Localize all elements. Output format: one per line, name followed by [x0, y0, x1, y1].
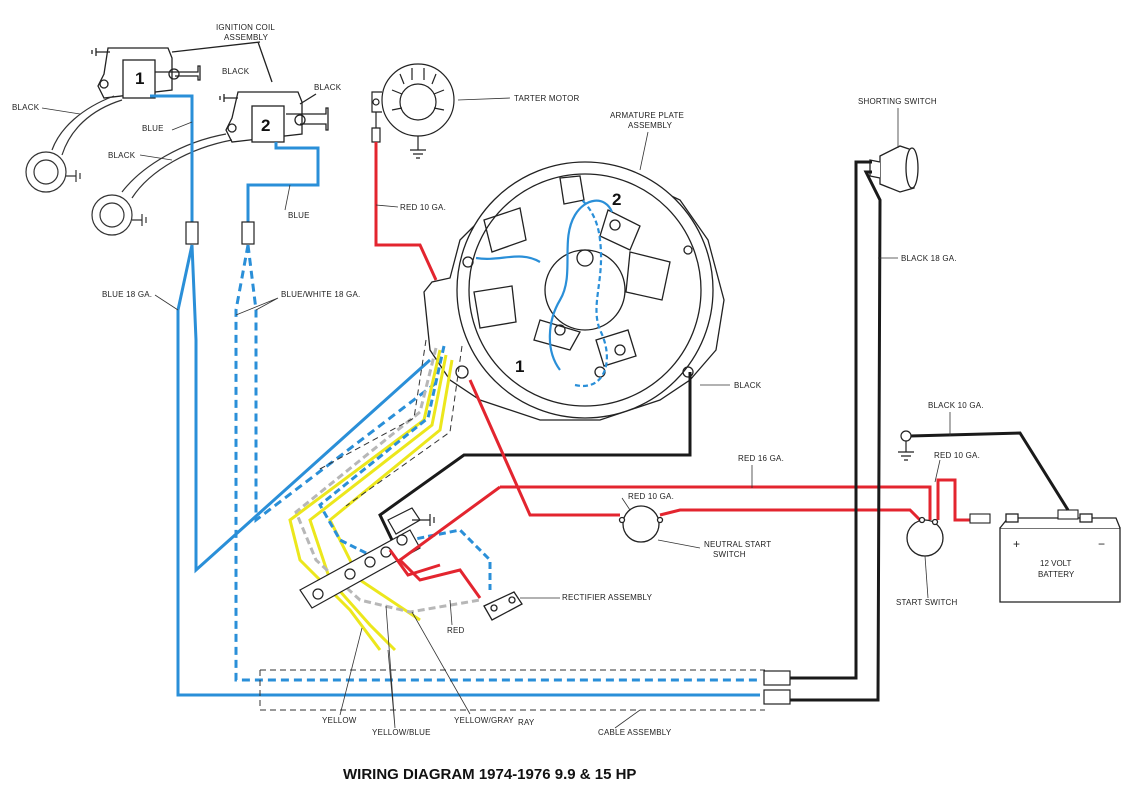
label-black-armature: BLACK	[734, 381, 762, 390]
armature-plate	[423, 161, 725, 421]
black-18-wires	[790, 160, 882, 702]
coil-1-number: 1	[135, 69, 144, 88]
black-wire-armature	[378, 372, 692, 541]
label-neutral-start-1: NEUTRAL START	[704, 540, 771, 549]
leader-lines	[41, 97, 951, 729]
label-black-10: BLACK 10 GA.	[928, 401, 984, 410]
label-ignition-coil-1: IGNITION COIL	[216, 23, 275, 32]
red-wire-starter	[374, 142, 438, 281]
battery-label-1: 12 VOLT	[1040, 559, 1072, 568]
black-10-wire	[909, 431, 1070, 511]
label-neutral-start-2: SWITCH	[713, 550, 746, 559]
label-blue-top: BLUE	[142, 124, 164, 133]
diagram-title: WIRING DIAGRAM 1974-1976 9.9 & 15 HP	[343, 766, 636, 783]
harness-yellow	[288, 349, 454, 652]
label-cable-assembly: CABLE ASSEMBLY	[598, 728, 672, 737]
battery-label-2: BATTERY	[1038, 570, 1075, 579]
label-yellow-gray: YELLOW/GRAY	[454, 716, 514, 725]
connector-blue	[185, 221, 199, 245]
battery-plus: +	[1013, 537, 1020, 551]
battery-cable-lug-neg	[1057, 509, 1079, 520]
label-shorting-switch: SHORTING SWITCH	[858, 97, 937, 106]
label-armature-plate-2: ASSEMBLY	[628, 121, 673, 130]
label-black-coil2: BLACK	[314, 83, 342, 92]
ignition-coil-2	[219, 91, 329, 143]
label-rectifier: RECTIFIER ASSEMBLY	[562, 593, 653, 602]
label-yellow: YELLOW	[322, 716, 357, 725]
label-black-left-mid: BLACK	[108, 151, 136, 160]
harness-gray	[294, 347, 481, 614]
cable-connectors	[763, 670, 791, 705]
label-black-coil1: BLACK	[222, 67, 250, 76]
label-red-rectifier: RED	[447, 626, 465, 635]
coil-2-number: 2	[261, 116, 270, 135]
blue-wire-coil1	[150, 94, 760, 697]
connector-blue-white	[241, 221, 255, 245]
battery-cable-lug-pos	[969, 513, 991, 524]
label-yellow-blue: YELLOW/BLUE	[372, 728, 431, 737]
label-armature-plate-1: ARMATURE PLATE	[610, 111, 684, 120]
ignition-coil-1	[91, 41, 273, 99]
starter-motor	[371, 63, 455, 159]
label-starter-motor: TARTER MOTOR	[514, 94, 580, 103]
cable-assembly	[259, 669, 765, 711]
battery	[999, 513, 1121, 603]
label-yellow-gray-tail: RAY	[518, 718, 535, 727]
label-red-10-battery: RED 10 GA.	[934, 451, 980, 460]
red-wire-harness	[388, 379, 985, 599]
neutral-start-switch	[618, 505, 664, 543]
label-ignition-coil-2: ASSEMBLY	[224, 33, 269, 42]
armature-blue-wiring	[475, 199, 614, 388]
start-switch	[906, 516, 944, 557]
ground-symbol-block	[412, 514, 435, 526]
label-red-16: RED 16 GA.	[738, 454, 784, 463]
label-black-18: BLACK 18 GA.	[901, 254, 957, 263]
blue-white-wire	[234, 244, 760, 682]
battery-minus: −	[1098, 537, 1105, 551]
shorting-switch	[869, 145, 919, 193]
label-red-10-top: RED 10 GA.	[400, 203, 446, 212]
terminal-block	[299, 507, 421, 609]
label-blue-18: BLUE 18 GA.	[102, 290, 152, 299]
rectifier-assembly	[483, 591, 523, 621]
armature-number-1: 1	[515, 357, 524, 376]
blue-wire-coil2	[246, 142, 320, 225]
harness-sheath	[317, 339, 463, 507]
label-red-10-neutral: RED 10 GA.	[628, 492, 674, 501]
label-start-switch: START SWITCH	[896, 598, 958, 607]
label-blue-mid: BLUE	[288, 211, 310, 220]
ground-symbol-battery	[898, 430, 914, 461]
armature-number-2: 2	[612, 190, 621, 209]
label-black-left-top: BLACK	[12, 103, 40, 112]
spark-plug-lead-2	[91, 133, 233, 236]
spark-plug-lead-1	[25, 95, 123, 193]
label-blue-white-18: BLUE/WHITE 18 GA.	[281, 290, 360, 299]
